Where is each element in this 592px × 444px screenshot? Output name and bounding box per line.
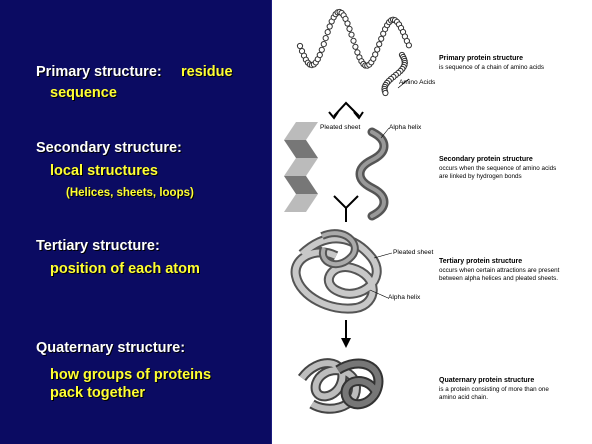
quaternary-caption-title: Quaternary protein structure	[439, 377, 534, 384]
secondary-sheet-label: Pleated sheet	[320, 124, 360, 131]
amino-acid-bead	[347, 26, 352, 31]
amino-acid-bead	[377, 42, 382, 47]
amino-acid-bead	[406, 43, 411, 48]
amino-acid-bead	[379, 36, 384, 41]
amino-acid-bead	[345, 21, 350, 26]
alpha-helix-shape	[360, 132, 384, 216]
amino-acid-bead	[383, 90, 388, 95]
amino-acid-bead	[353, 44, 358, 49]
primary-caption-desc: is sequence of a chain of amino acids	[439, 64, 544, 72]
amino-acid-bead	[317, 52, 322, 57]
quaternary-complex-shape	[302, 363, 378, 409]
down-arrow-icon	[341, 320, 351, 348]
quaternary-caption-desc-2: amino acid chain.	[439, 394, 488, 402]
tertiary-sheet-label: Pleated sheet	[393, 249, 433, 256]
amino-acid-bead	[321, 42, 326, 47]
branch-arrow-icon	[329, 103, 363, 118]
secondary-helix-label: Alpha helix	[389, 124, 421, 131]
primary-caption-title: Primary protein structure	[439, 55, 523, 62]
pleated-sheet-shape	[284, 122, 318, 212]
amino-acid-bead	[349, 32, 354, 37]
secondary-caption-title: Secondary protein structure	[439, 156, 533, 163]
quaternary-caption-desc-1: is a protein consisting of more than one	[439, 386, 549, 394]
tertiary-helix-label: Alpha helix	[388, 294, 420, 301]
secondary-caption-desc-1: occurs when the sequence of amino acids	[439, 165, 556, 173]
amino-acids-label: Amino Acids	[399, 79, 435, 86]
amino-acid-bead	[327, 24, 332, 29]
tertiary-fold-shape	[296, 233, 377, 309]
amino-acid-bead	[323, 36, 328, 41]
merge-arrow-icon	[334, 196, 358, 222]
amino-acid-bead	[325, 29, 330, 34]
tertiary-caption-title: Tertiary protein structure	[439, 258, 522, 265]
tertiary-caption-desc-2: between alpha helices and pleated sheets…	[439, 275, 558, 283]
amino-acid-bead	[351, 38, 356, 43]
tertiary-caption-desc-1: occurs when certain attractions are pres…	[439, 267, 559, 275]
amino-acid-bead	[297, 43, 302, 48]
amino-acid-chain	[297, 9, 411, 95]
amino-acid-bead	[373, 52, 378, 57]
amino-acid-bead	[375, 47, 380, 52]
amino-acid-bead	[319, 47, 324, 52]
secondary-caption-desc-2: are linked by hydrogen bonds	[439, 173, 522, 181]
